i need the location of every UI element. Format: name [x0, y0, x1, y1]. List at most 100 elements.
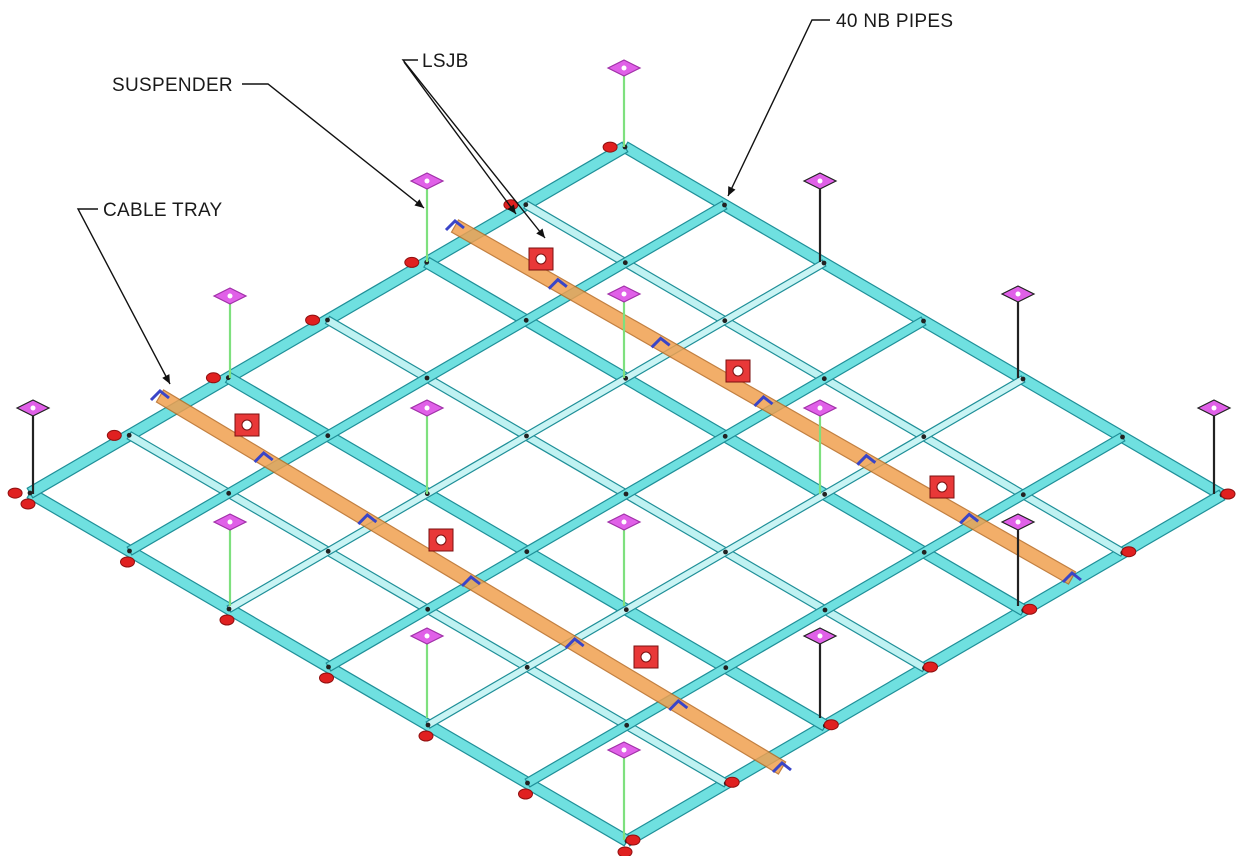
- pipe-end-cap: [724, 776, 740, 788]
- pipe-joint: [424, 375, 430, 381]
- leader-cable-tray-arrow: [162, 374, 170, 384]
- leader-40-nb-pipes: [727, 19, 830, 197]
- suspender: [802, 399, 838, 494]
- suspender: [409, 399, 445, 494]
- cable-tray-upper: [450, 219, 1077, 585]
- suspender-perimeter: [1000, 513, 1036, 606]
- pipe-joint: [1020, 376, 1026, 382]
- suspender-bolt: [621, 519, 627, 525]
- pipe-end-cap: [120, 556, 135, 568]
- pipe-joint: [622, 260, 628, 266]
- lsjb-box: [725, 359, 751, 383]
- suspenders: [15, 59, 1232, 840]
- leader-lsjb-2: [403, 61, 517, 215]
- tray-clamp: [856, 453, 877, 466]
- tray-clamp: [650, 336, 671, 349]
- pipe-joint: [1120, 434, 1125, 440]
- pipe-joint: [1020, 492, 1026, 498]
- tray-clamp: [564, 637, 585, 650]
- suspender-perimeter: [15, 399, 51, 494]
- suspender-bolt: [1211, 405, 1217, 411]
- suspender-bolt: [424, 633, 430, 639]
- pipe-end-cap: [625, 834, 641, 846]
- cable-tray-lower: [155, 389, 787, 775]
- pipe-joint: [822, 607, 828, 613]
- pipe-joint: [821, 260, 827, 266]
- tray-clamp: [753, 395, 774, 408]
- pipe-joint: [624, 722, 630, 728]
- pipe-end-cap: [404, 256, 420, 268]
- tray-clamp: [460, 575, 481, 588]
- suspender: [409, 627, 445, 718]
- tray-clamp: [547, 277, 568, 290]
- suspender-perimeter: [802, 627, 838, 718]
- lsjb-knockout: [936, 481, 948, 493]
- lsjb-box: [633, 645, 659, 669]
- suspender-perimeter: [1196, 399, 1232, 494]
- suspender-bolt: [1015, 519, 1021, 525]
- pipe-end-cap: [518, 788, 533, 800]
- pipe-end-cap: [1220, 488, 1236, 500]
- label-cable-tray: CABLE TRAY: [103, 200, 223, 221]
- pipe-joint: [524, 549, 530, 555]
- lsjb-box: [929, 475, 955, 499]
- lsjb-knockout: [535, 253, 547, 265]
- suspender: [212, 513, 248, 606]
- suspender-bolt: [621, 65, 627, 71]
- pipe-end-cap: [923, 661, 938, 673]
- suspender: [606, 741, 642, 840]
- tray-clamp: [253, 451, 274, 464]
- tray-clamp: [1061, 571, 1082, 584]
- suspender-bolt: [30, 405, 36, 411]
- pipe-joint: [524, 664, 530, 670]
- pipe-end-cap: [319, 672, 334, 684]
- cable-trays: [149, 219, 1082, 775]
- pipe-end-cap: [1121, 546, 1137, 558]
- suspender-perimeter: [802, 172, 838, 262]
- suspender-bolt: [1015, 291, 1021, 297]
- pipe-end-cap: [205, 372, 221, 384]
- leader-cable-tray: [76, 208, 171, 385]
- pipe-joint: [921, 434, 927, 440]
- pipe-joint: [821, 376, 827, 382]
- callouts: 40 NB PIPES LSJB SUSPENDER CABLE TRAY: [76, 11, 953, 385]
- lsjb-knockout: [732, 365, 744, 377]
- pipe-joint: [523, 202, 529, 208]
- leader-suspender-arrow: [414, 199, 424, 208]
- leader-40-nb-pipes-arrow: [728, 186, 736, 196]
- pipe-end-cap: [823, 719, 839, 731]
- pipe-joint: [226, 490, 232, 496]
- pipe-joint: [425, 722, 431, 728]
- pipe-end-cap: [602, 141, 618, 153]
- pipe-end-cap: [106, 429, 122, 441]
- suspender: [606, 285, 642, 378]
- pipe-joint: [722, 433, 728, 439]
- pipe-joint: [325, 548, 331, 554]
- label-suspender: SUSPENDER: [112, 75, 233, 96]
- suspender: [212, 287, 248, 378]
- lsjb-knockout: [435, 534, 447, 546]
- tray-clamp: [444, 219, 465, 232]
- pipe-joint: [425, 606, 431, 612]
- pipe-joint: [325, 433, 331, 439]
- lsjb-box: [234, 413, 260, 437]
- lsjb-knockout: [640, 651, 652, 663]
- lsjb-box: [528, 247, 554, 271]
- pipe-joint: [623, 491, 629, 497]
- label-lsjb: LSJB: [422, 51, 469, 72]
- pipe-joint: [623, 607, 629, 613]
- pipe-joint: [523, 317, 529, 323]
- pipe-end-cap: [7, 487, 23, 499]
- tray-clamp: [668, 699, 689, 712]
- suspender-bolt: [424, 405, 430, 411]
- pipe-end-cap: [1022, 603, 1038, 615]
- pipe-end-cap: [305, 314, 321, 326]
- suspender-bolt: [424, 178, 430, 184]
- leader-lsjb: [401, 59, 546, 239]
- pipe-joint: [27, 490, 33, 496]
- pipe-joint: [525, 780, 530, 786]
- pipe-joint: [226, 606, 232, 612]
- suspender-bolt: [817, 633, 823, 639]
- pipe-end-cap: [418, 730, 434, 742]
